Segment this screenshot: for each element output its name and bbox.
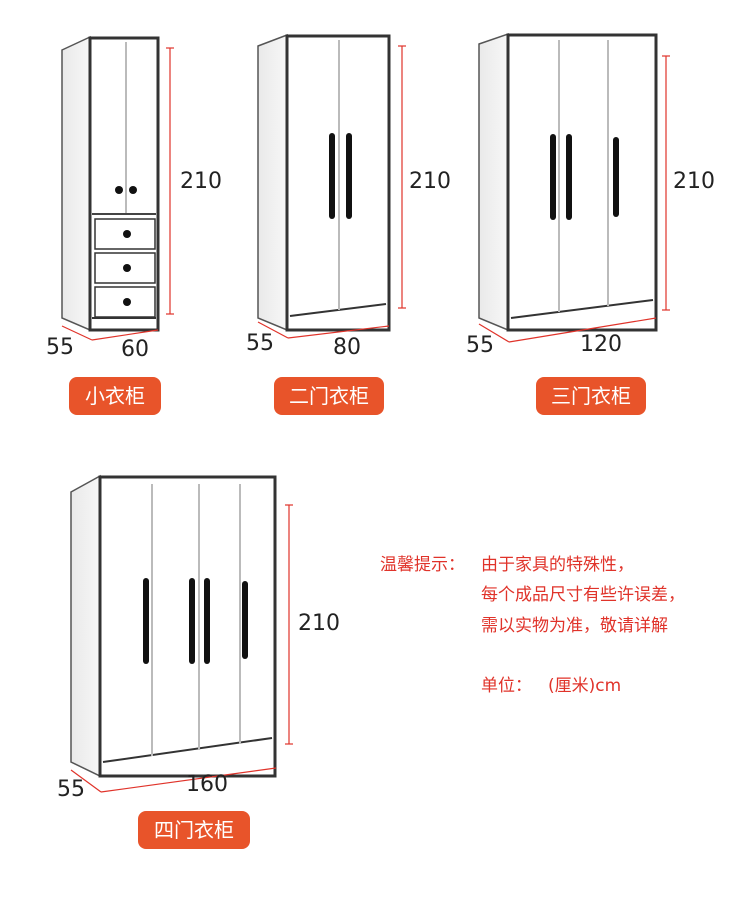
knob-icon — [123, 298, 131, 306]
wardrobe-small — [61, 35, 174, 341]
wardrobe-side-panel — [478, 32, 509, 332]
notice-line-3: 需以实物为准，敬请详解 — [481, 616, 668, 636]
wardrobe-label-two-door: 二门衣柜 — [274, 377, 384, 415]
wardrobe-two-door — [257, 33, 406, 339]
wardrobe-label-three-door: 三门衣柜 — [536, 377, 646, 415]
width-label: 80 — [333, 335, 361, 360]
wardrobe-label-four-door: 四门衣柜 — [138, 811, 250, 849]
wardrobe-four-door — [70, 474, 293, 793]
door-handle-icon — [189, 578, 195, 664]
height-label: 210 — [673, 169, 715, 194]
depth-label: 55 — [466, 333, 494, 358]
unit-value: (厘米)cm — [548, 676, 622, 696]
knob-icon — [123, 264, 131, 272]
door-handle-icon — [143, 578, 149, 664]
height-label: 210 — [409, 169, 451, 194]
width-label: 120 — [580, 332, 622, 357]
wardrobe-three-door — [478, 32, 670, 343]
width-label: 60 — [121, 337, 149, 362]
wardrobe-label-small: 小衣柜 — [69, 377, 161, 415]
door-handle-icon — [204, 578, 210, 664]
knob-icon — [115, 186, 123, 194]
depth-label: 55 — [246, 331, 274, 356]
wardrobe-front — [98, 475, 277, 778]
depth-label: 55 — [46, 335, 74, 360]
door-handle-icon — [566, 134, 572, 220]
wardrobe-front — [88, 36, 160, 332]
wardrobe-side-panel — [61, 35, 91, 332]
wardrobe-side-panel — [70, 474, 101, 778]
door-handle-icon — [550, 134, 556, 220]
door-handle-icon — [242, 581, 248, 659]
width-label: 160 — [186, 772, 228, 797]
door-handle-icon — [329, 133, 335, 219]
unit-label: 单位： — [481, 676, 532, 696]
depth-label: 55 — [57, 777, 85, 802]
wardrobe-front — [506, 33, 658, 332]
height-label: 210 — [298, 611, 340, 636]
notice-line-1: 由于家具的特殊性， — [481, 555, 634, 575]
knob-icon — [123, 230, 131, 238]
height-label: 210 — [180, 169, 222, 194]
door-handle-icon — [613, 137, 619, 217]
knob-icon — [129, 186, 137, 194]
door-handle-icon — [346, 133, 352, 219]
notice-title: 温馨提示： — [380, 555, 465, 575]
wardrobe-side-panel — [257, 33, 288, 332]
notice-line-2: 每个成品尺寸有些许误差， — [481, 585, 685, 605]
